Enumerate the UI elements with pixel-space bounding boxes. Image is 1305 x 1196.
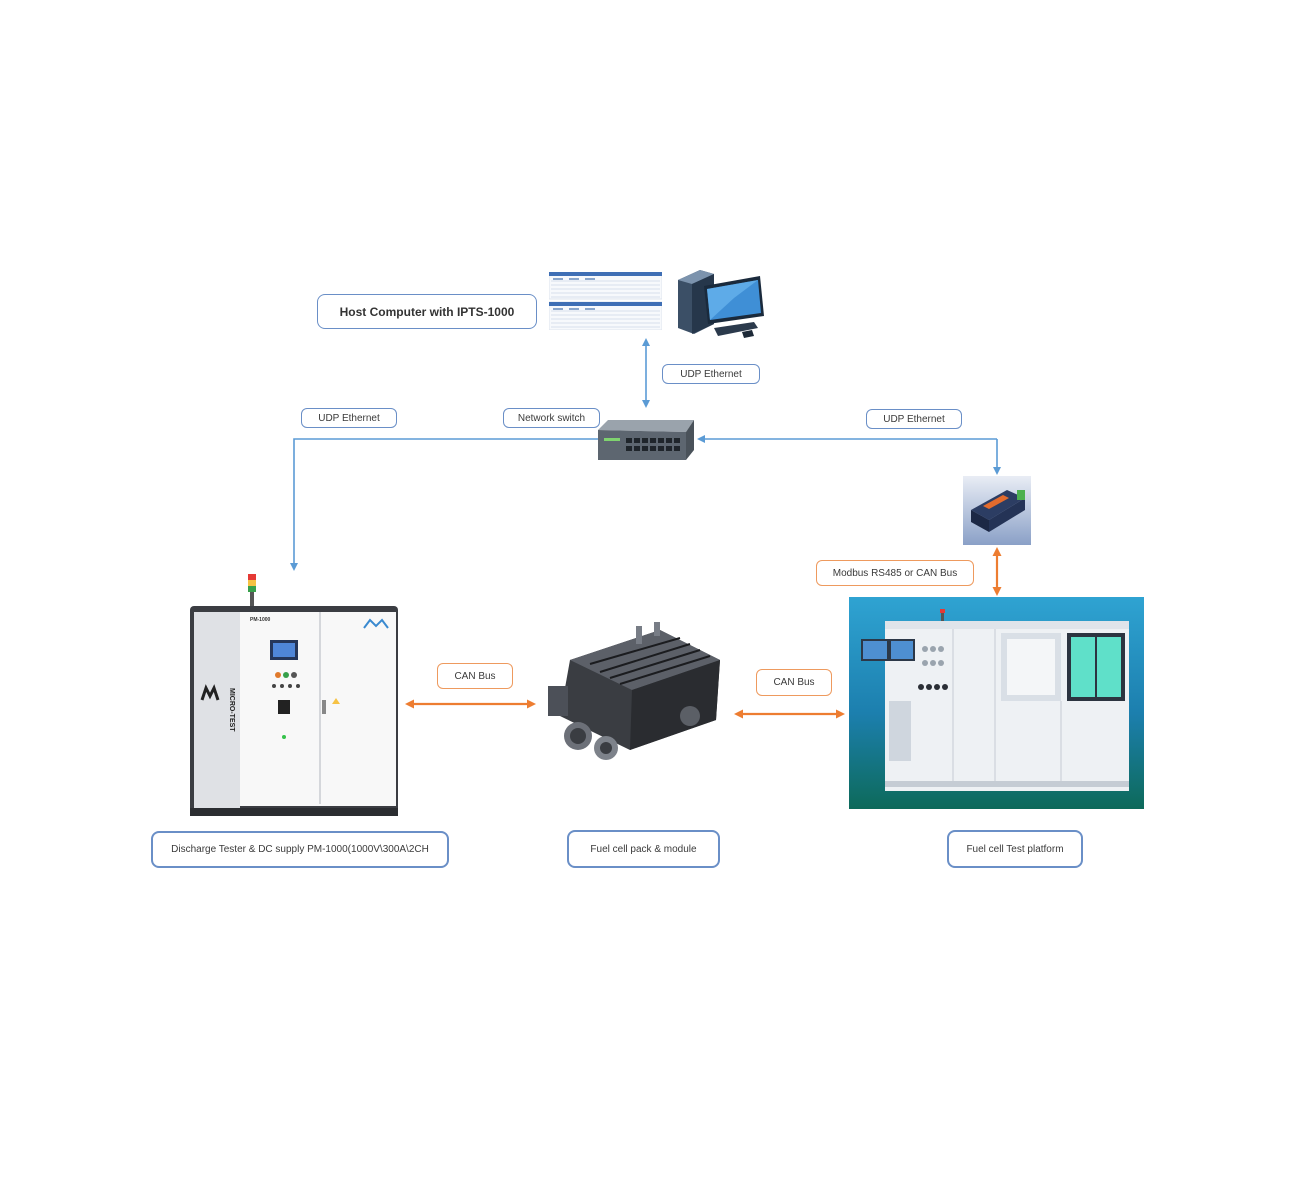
udp-ethernet-label-top: UDP Ethernet xyxy=(662,364,760,384)
protocol-converter-icon xyxy=(963,476,1031,545)
ethernet-line-switch-tester xyxy=(290,438,598,571)
can-bus-label-left: CAN Bus xyxy=(437,663,513,689)
tester-brand-text: MICRO-TEST xyxy=(228,688,235,732)
fuel-cell-module xyxy=(548,622,720,760)
fuel-cell-pack-label: Fuel cell pack & module xyxy=(567,830,720,868)
network-switch-icon xyxy=(598,420,694,460)
udp-ethernet-label-left: UDP Ethernet xyxy=(301,408,397,428)
discharge-tester-cabinet: MICRO-TEST PM-1000 xyxy=(190,574,398,816)
desktop-computer-icon xyxy=(678,270,764,338)
fuel-cell-test-platform xyxy=(849,597,1144,809)
host-computer-label: Host Computer with IPTS-1000 xyxy=(317,294,537,329)
fuel-cell-platform-label: Fuel cell Test platform xyxy=(947,830,1083,868)
network-switch-label: Network switch xyxy=(503,408,600,428)
udp-ethernet-label-right: UDP Ethernet xyxy=(866,409,962,429)
modbus-label: Modbus RS485 or CAN Bus xyxy=(816,560,974,586)
software-screenshot-icon xyxy=(549,272,662,330)
tester-model-text: PM-1000 xyxy=(250,617,271,623)
discharge-tester-label: Discharge Tester & DC supply PM-1000(100… xyxy=(151,831,449,868)
can-bus-label-right: CAN Bus xyxy=(756,669,832,696)
